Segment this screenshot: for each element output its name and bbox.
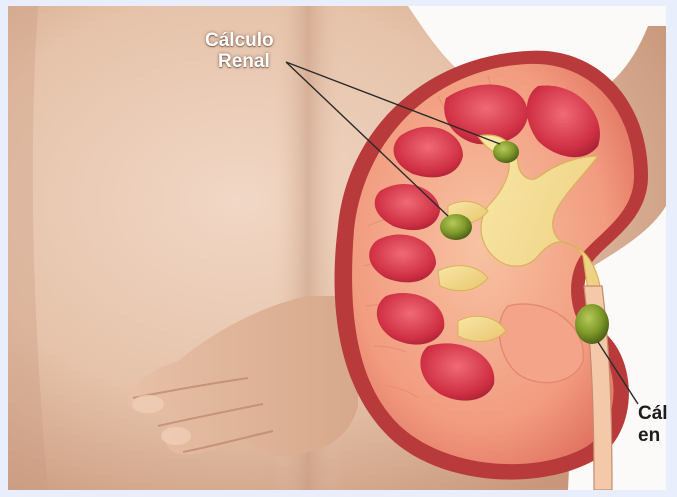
label-top-line2: Renal (218, 51, 270, 73)
label-bottom-line2: en (638, 425, 660, 447)
kidney-stone-upper (493, 141, 519, 163)
label-bottom-line1: Cál (638, 403, 668, 425)
label-top-line1: Cálculo (205, 30, 274, 52)
kidney-stone-middle (440, 214, 472, 240)
ureter-stone (575, 304, 609, 344)
illustration-canvas (8, 6, 666, 490)
kidney-stone-illustration (8, 6, 666, 490)
